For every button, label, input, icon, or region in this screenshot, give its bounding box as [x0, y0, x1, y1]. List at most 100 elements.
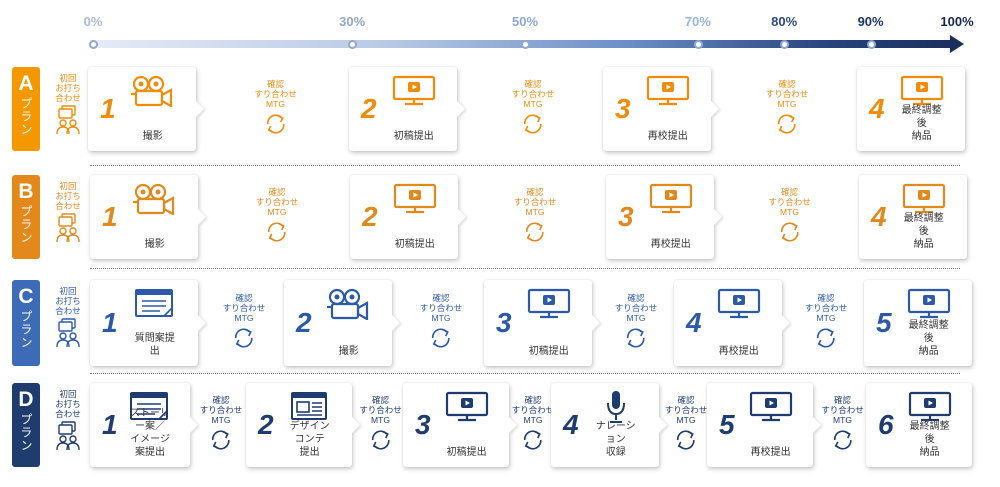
review-meeting-label: 確認 すり合わせ MTG	[821, 395, 864, 425]
timeline-tick-label: 100%	[940, 14, 974, 29]
step-caption: 撮影	[142, 131, 163, 142]
step-number: 3	[496, 307, 512, 338]
step-card: 1 ストーリー案／ イメージ案提出	[90, 383, 190, 467]
row-separator	[90, 268, 960, 269]
step-number: 4	[686, 307, 702, 338]
step-number: 2	[296, 307, 312, 338]
step-number: 2	[361, 93, 377, 124]
review-meeting-connector: 確認 すり合わせ MTG	[199, 395, 243, 456]
review-meeting-connector: 確認 すり合わせ MTG	[255, 187, 299, 248]
review-meeting-label: 確認 すり合わせ MTG	[804, 293, 848, 323]
step-caption: 撮影	[338, 346, 359, 357]
monitor-play-icon	[444, 391, 490, 428]
step-card: 4 ナレーション 収録	[551, 383, 659, 467]
initial-meeting: 初回 お打ち 合わせ	[48, 389, 88, 456]
monitor-play-icon	[645, 75, 691, 112]
movie-camera-icon	[326, 288, 372, 325]
step-number: 5	[876, 307, 892, 338]
progress-arrowhead	[950, 35, 964, 53]
step-caption: デザインコンテ 提出	[289, 421, 330, 458]
meeting-people-icon	[55, 103, 81, 140]
step-number: 2	[362, 201, 378, 232]
cycle-icon	[775, 109, 799, 140]
step-caption: 再校提出	[650, 239, 691, 250]
step-number: 4	[563, 409, 579, 440]
review-meeting-connector: 確認 すり合わせ MTG	[359, 395, 402, 456]
row-separator	[90, 165, 960, 166]
step-number: 1	[102, 409, 118, 440]
review-meeting-label: 確認 すり合わせ MTG	[765, 79, 809, 109]
review-meeting-connector: 確認 すり合わせ MTG	[664, 395, 708, 456]
step-card: 2 撮影	[284, 280, 392, 366]
monitor-play-icon	[901, 183, 947, 220]
review-meeting-connector: 確認 すり合わせ MTG	[513, 187, 557, 248]
review-meeting-label: 確認 すり合わせ MTG	[664, 395, 708, 425]
timeline-marker	[89, 40, 98, 49]
initial-meeting-label: 初回 お打ち 合わせ	[55, 389, 81, 419]
cycle-icon	[521, 109, 545, 140]
monitor-play-icon	[716, 288, 762, 325]
review-meeting-label: 確認 すり合わせ MTG	[419, 293, 463, 323]
plan-letter: D	[18, 388, 34, 411]
cycle-icon	[232, 323, 256, 354]
plan-suffix: プラン	[19, 97, 33, 136]
review-meeting-label: 確認 すり合わせ MTG	[768, 187, 811, 217]
timeline-tick-label: 0%	[83, 14, 103, 29]
timeline-marker	[521, 40, 530, 49]
step-number: 6	[878, 409, 894, 440]
step-caption: 再校提出	[647, 131, 688, 142]
review-meeting-label: 確認 すり合わせ MTG	[254, 79, 297, 109]
plan-suffix: プラン	[19, 205, 33, 244]
monitor-play-icon	[906, 288, 952, 325]
review-meeting-connector: 確認 すり合わせ MTG	[511, 79, 555, 140]
step-number: 3	[615, 93, 631, 124]
step-card: 3 初稿提出	[403, 383, 509, 467]
monitor-play-icon	[392, 183, 438, 220]
cycle-icon	[830, 425, 854, 456]
meeting-people-icon	[55, 419, 81, 456]
review-meeting-label: 確認 すり合わせ MTG	[614, 293, 658, 323]
timeline-tick-label: 50%	[511, 14, 539, 29]
review-meeting-label: 確認 すり合わせ MTG	[199, 395, 243, 425]
step-number: 1	[100, 93, 116, 124]
step-caption: 初稿提出	[394, 239, 435, 250]
review-meeting-connector: 確認 すり合わせ MTG	[512, 395, 554, 456]
timeline-tick-label: 90%	[857, 14, 884, 29]
cycle-icon	[674, 425, 698, 456]
step-caption: ナレーション 収録	[595, 421, 636, 458]
initial-meeting-label: 初回 お打ち 合わせ	[55, 73, 81, 103]
plan-suffix: プラン	[19, 310, 33, 349]
step-card: 1 撮影	[88, 67, 196, 151]
step-number: 2	[258, 409, 274, 440]
monitor-play-icon	[907, 391, 953, 428]
monitor-play-icon	[648, 183, 694, 220]
cycle-icon	[429, 323, 453, 354]
timeline-marker	[780, 40, 790, 49]
step-caption: 質問案提出	[134, 333, 175, 357]
step-caption: 最終調整後 納品	[908, 320, 949, 357]
monitor-play-icon	[899, 75, 945, 112]
cycle-icon	[624, 323, 648, 354]
step-card: 2 初稿提出	[350, 175, 458, 259]
review-meeting-label: 確認 すり合わせ MTG	[511, 79, 555, 109]
cycle-icon	[521, 425, 545, 456]
document-icon	[129, 391, 171, 428]
step-number: 3	[415, 409, 431, 440]
review-meeting-connector: 確認 すり合わせ MTG	[765, 79, 809, 140]
timeline-tick-label: 30%	[339, 14, 366, 29]
initial-meeting-label: 初回 お打ち 合わせ	[55, 181, 81, 211]
step-number: 4	[869, 93, 885, 124]
step-card: 1 質問案提出	[90, 280, 198, 366]
step-caption: 初稿提出	[528, 346, 569, 357]
timeline-marker	[866, 40, 876, 49]
step-caption: ストーリー案／ イメージ案提出	[130, 408, 170, 458]
review-meeting-label: 確認 すり合わせ MTG	[255, 187, 299, 217]
step-card: 5 再校提出	[707, 383, 813, 467]
step-card: 6 最終調整後 納品	[866, 383, 972, 467]
review-meeting-label: 確認 すり合わせ MTG	[513, 187, 557, 217]
timeline-tick-label: 80%	[771, 14, 798, 29]
